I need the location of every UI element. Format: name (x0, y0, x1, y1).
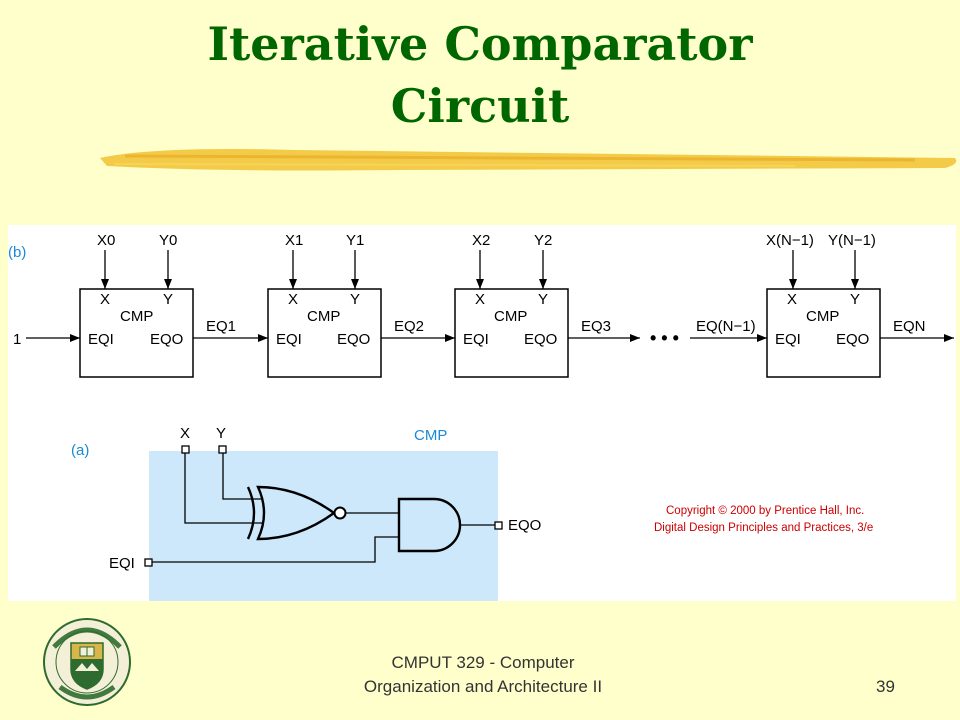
input-y2: Y2 (534, 232, 552, 249)
block-port-eqo: EQO (337, 331, 370, 348)
cmp-input-x-label: X (180, 425, 190, 442)
input-one: 1 (13, 331, 21, 348)
chain-eqn: EQN (893, 318, 926, 335)
block-port-eqi: EQI (463, 331, 489, 348)
diagram-b-label: (b) (8, 244, 26, 261)
cmp-block-2: X2 Y2 X Y CMP EQI EQO (454, 232, 569, 378)
slide-title-line1: Iterative Comparator (207, 17, 753, 71)
block-port-x: X (288, 291, 298, 308)
diagram-a-label: (a) (71, 442, 89, 459)
block-port-x: X (100, 291, 110, 308)
input-x1: X1 (285, 232, 303, 249)
block-name: CMP (806, 308, 839, 325)
xnor-gate (246, 485, 347, 541)
block-port-y: Y (850, 291, 860, 308)
figure-panel: (b) 1 X0 Y0 X Y CMP EQI EQO EQ1 X1 Y1 X … (8, 225, 956, 601)
input-y0: Y0 (159, 232, 177, 249)
chain-eq2: EQ2 (394, 318, 424, 335)
block-port-x: X (475, 291, 485, 308)
copyright-line2: Digital Design Principles and Practices,… (654, 522, 873, 534)
title-underline-stroke (100, 149, 957, 171)
pin-x (181, 445, 190, 454)
copyright-line1: Copyright © 2000 by Prentice Hall, Inc. (666, 505, 864, 517)
block-port-y: Y (163, 291, 173, 308)
cmp-block-1: X1 Y1 X Y CMP EQI EQO (267, 232, 382, 378)
slide-title-line2: Circuit (390, 79, 570, 133)
pin-eqi (144, 558, 153, 567)
and-gate (397, 497, 462, 553)
block-name: CMP (120, 308, 153, 325)
block-port-x: X (787, 291, 797, 308)
block-port-y: Y (538, 291, 548, 308)
block-name: CMP (307, 308, 340, 325)
course-title-line1: CMPUT 329 - Computer (391, 653, 575, 672)
input-y1: Y1 (346, 232, 364, 249)
course-title-line2: Organization and Architecture II (363, 677, 603, 696)
chain-eq1: EQ1 (206, 318, 236, 335)
cmp-detail-title: CMP (414, 427, 447, 444)
block-name: CMP (494, 308, 527, 325)
pin-eqo (494, 521, 503, 530)
input-y-n-minus-1: Y(N−1) (828, 232, 876, 249)
block-port-eqi: EQI (88, 331, 114, 348)
university-of-alberta-logo (43, 618, 131, 706)
input-x0: X0 (97, 232, 115, 249)
chain-ellipsis: • • • (650, 328, 679, 348)
block-port-eqi: EQI (775, 331, 801, 348)
chain-eq3: EQ3 (581, 318, 611, 335)
block-port-eqi: EQI (276, 331, 302, 348)
cmp-detail-background (149, 451, 498, 601)
cmp-block-0: X0 Y0 X Y CMP EQI EQO (79, 232, 194, 378)
input-x2: X2 (472, 232, 490, 249)
block-port-y: Y (350, 291, 360, 308)
pin-y (218, 445, 227, 454)
comparator-figure: (b) 1 X0 Y0 X Y CMP EQI EQO EQ1 X1 Y1 X … (8, 232, 954, 601)
block-port-eqo: EQO (524, 331, 557, 348)
cmp-output-eqo-label: EQO (508, 517, 541, 534)
page-number: 39 (876, 677, 895, 696)
cmp-input-y-label: Y (216, 425, 226, 442)
cmp-input-eqi-label: EQI (109, 555, 135, 572)
cmp-block-n-minus-1: X(N−1) Y(N−1) X Y CMP EQI EQO (766, 232, 881, 378)
block-port-eqo: EQO (150, 331, 183, 348)
input-x-n-minus-1: X(N−1) (766, 232, 814, 249)
chain-eq-n-minus-1: EQ(N−1) (696, 318, 756, 335)
block-port-eqo: EQO (836, 331, 869, 348)
